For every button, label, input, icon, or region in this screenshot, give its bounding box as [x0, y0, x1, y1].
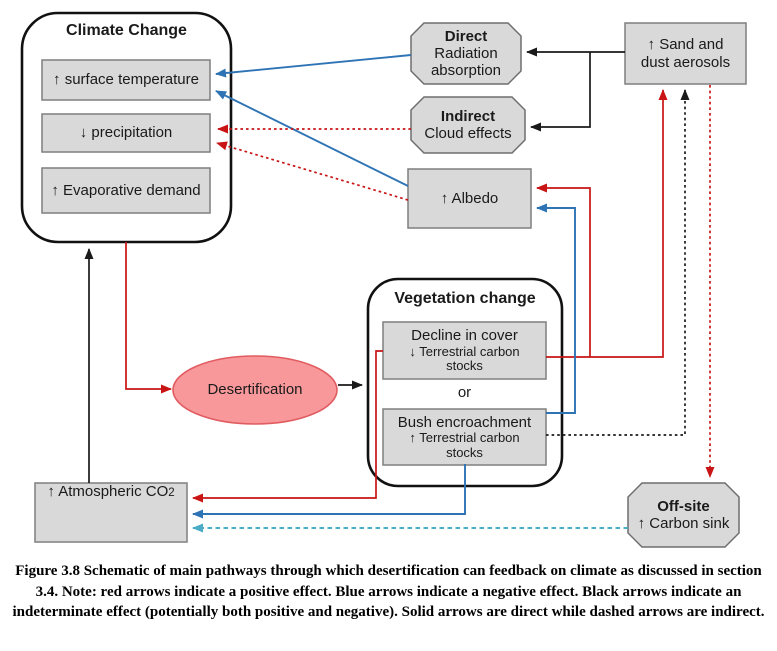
- arrow-climate-to-desertification: [125, 242, 172, 394]
- co2-main: ↑ Atmospheric CO: [47, 483, 169, 500]
- arrow-sand-to-indirect: [530, 52, 591, 132]
- desertification-node: [172, 355, 338, 425]
- sand-dust-label: ↑ Sand and dust aerosols: [640, 36, 731, 71]
- direct-sub: Radiation absorption: [430, 44, 502, 80]
- direct-radiation-node: [410, 22, 522, 85]
- direct-title: Direct: [444, 27, 488, 45]
- evaporative-demand-node: [41, 167, 211, 214]
- surface-temperature-label: ↑ surface temperature: [53, 71, 199, 89]
- offsite-carbon-sink-label: Off-site ↑ Carbon sink: [628, 483, 739, 547]
- precipitation-node: [41, 113, 211, 153]
- arrow-bush-to-albedo: [536, 203, 576, 414]
- arrow-bush-to-sand-dust-dashed: [546, 89, 690, 436]
- atmospheric-co2-node: [34, 482, 188, 543]
- or-label: or: [457, 384, 472, 402]
- albedo-node: [407, 168, 532, 229]
- direct-radiation-label: Direct Radiation absorption: [411, 23, 521, 84]
- arrow-decline-to-albedo: [536, 183, 591, 357]
- climate-change-title: Climate Change: [66, 22, 187, 39]
- sand-dust-aerosols-node: [624, 22, 747, 85]
- bush-encroachment-node: [382, 408, 547, 466]
- bush-title: Bush encroachment: [397, 413, 532, 431]
- decline-sub: ↓ Terrestrial carbon stocks: [409, 343, 520, 374]
- albedo-label: ↑ Albedo: [440, 189, 499, 207]
- indirect-sub: Cloud effects: [424, 125, 512, 142]
- diagram-canvas: [20, 11, 747, 548]
- desertification-feedback-diagram: Climate Change ↑ surface temperature ↓ p…: [20, 11, 747, 548]
- decline-in-cover-node: [382, 321, 547, 380]
- desertification-label: Desertification: [207, 381, 303, 399]
- precipitation-label: ↓ precipitation: [79, 124, 173, 142]
- indirect-cloud-node: [410, 96, 526, 154]
- decline-in-cover-label: Decline in cover ↓ Terrestrial carbon st…: [383, 322, 546, 379]
- offsite-title: Off-site: [657, 497, 710, 515]
- offsite-sub: ↑ Carbon sink: [637, 515, 730, 532]
- arrow-direct-to-surface-temp: [215, 54, 412, 78]
- indirect-cloud-label: Indirect Cloud effects: [411, 97, 525, 153]
- arrow-decline-to-co2: [192, 350, 383, 503]
- arrow-decline-to-sand-dust: [546, 89, 668, 358]
- offsite-carbon-sink-node: [627, 482, 740, 548]
- arrow-bush-to-co2: [192, 464, 466, 519]
- bush-sub: ↑ Terrestrial carbon stocks: [409, 430, 520, 460]
- vegetation-change-title: Vegetation change: [394, 290, 536, 307]
- co2-subscript: 2: [168, 487, 175, 499]
- arrow-albedo-to-surface-temp: [215, 90, 409, 187]
- figure-caption: Figure 3.8 Schematic of main pathways th…: [12, 563, 765, 621]
- evaporative-demand-label: ↑ Evaporative demand: [51, 181, 201, 199]
- indirect-title: Indirect: [440, 107, 496, 125]
- decline-title: Decline in cover: [411, 327, 518, 345]
- surface-temperature-node: [41, 59, 211, 101]
- bush-encroachment-label: Bush encroachment ↑ Terrestrial carbon s…: [383, 409, 546, 465]
